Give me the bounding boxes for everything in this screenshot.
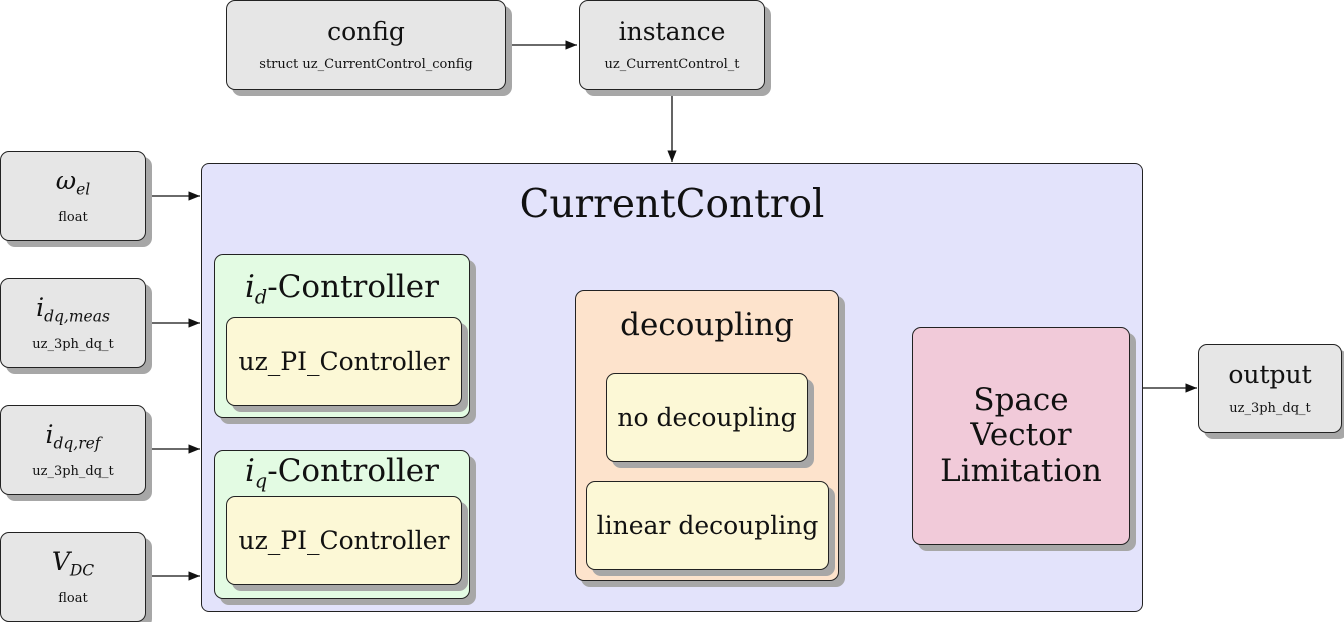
input-omega-el: ωel float xyxy=(0,151,146,241)
id-controller-title: id-Controller xyxy=(245,269,439,309)
decoupling-title: decoupling xyxy=(620,307,794,343)
linear-decoupling-label: linear decoupling xyxy=(596,511,819,540)
iq-pi-controller-label: uz_PI_Controller xyxy=(238,526,450,555)
no-decoupling-label: no decoupling xyxy=(617,403,797,432)
omega-el-symbol: ωel xyxy=(55,165,91,199)
idq-ref-type: uz_3ph_dq_t xyxy=(32,464,114,480)
output-type: uz_3ph_dq_t xyxy=(1229,400,1311,416)
vdc-symbol: VDC xyxy=(51,546,95,580)
output-block: output uz_3ph_dq_t xyxy=(1198,344,1342,433)
instance-type: uz_CurrentControl_t xyxy=(604,57,740,73)
linear-decoupling-block: linear decoupling xyxy=(586,481,829,570)
iq-pi-controller-block: uz_PI_Controller xyxy=(226,496,462,585)
instance-block: instance uz_CurrentControl_t xyxy=(579,0,765,90)
vdc-type: float xyxy=(58,591,88,607)
space-vector-limitation-block: Space Vector Limitation xyxy=(912,327,1130,545)
idq-ref-symbol: idq,ref xyxy=(45,419,101,453)
idq-meas-type: uz_3ph_dq_t xyxy=(32,337,114,353)
input-vdc: VDC float xyxy=(0,532,146,622)
no-decoupling-block: no decoupling xyxy=(606,373,808,462)
config-type: struct uz_CurrentControl_config xyxy=(259,57,473,73)
omega-el-type: float xyxy=(58,210,88,226)
idq-meas-symbol: idq,meas xyxy=(36,292,110,326)
id-pi-controller-label: uz_PI_Controller xyxy=(238,347,450,376)
config-title: config xyxy=(327,16,405,46)
input-idq-ref: idq,ref uz_3ph_dq_t xyxy=(0,405,146,495)
svl-label: Space Vector Limitation xyxy=(940,381,1102,489)
iq-controller-title: iq-Controller xyxy=(245,453,439,493)
config-block: config struct uz_CurrentControl_config xyxy=(226,0,506,90)
id-pi-controller-block: uz_PI_Controller xyxy=(226,317,462,406)
output-title: output xyxy=(1228,360,1312,390)
currentcontrol-title: CurrentControl xyxy=(519,182,825,227)
input-idq-meas: idq,meas uz_3ph_dq_t xyxy=(0,278,146,368)
instance-title: instance xyxy=(618,16,726,46)
